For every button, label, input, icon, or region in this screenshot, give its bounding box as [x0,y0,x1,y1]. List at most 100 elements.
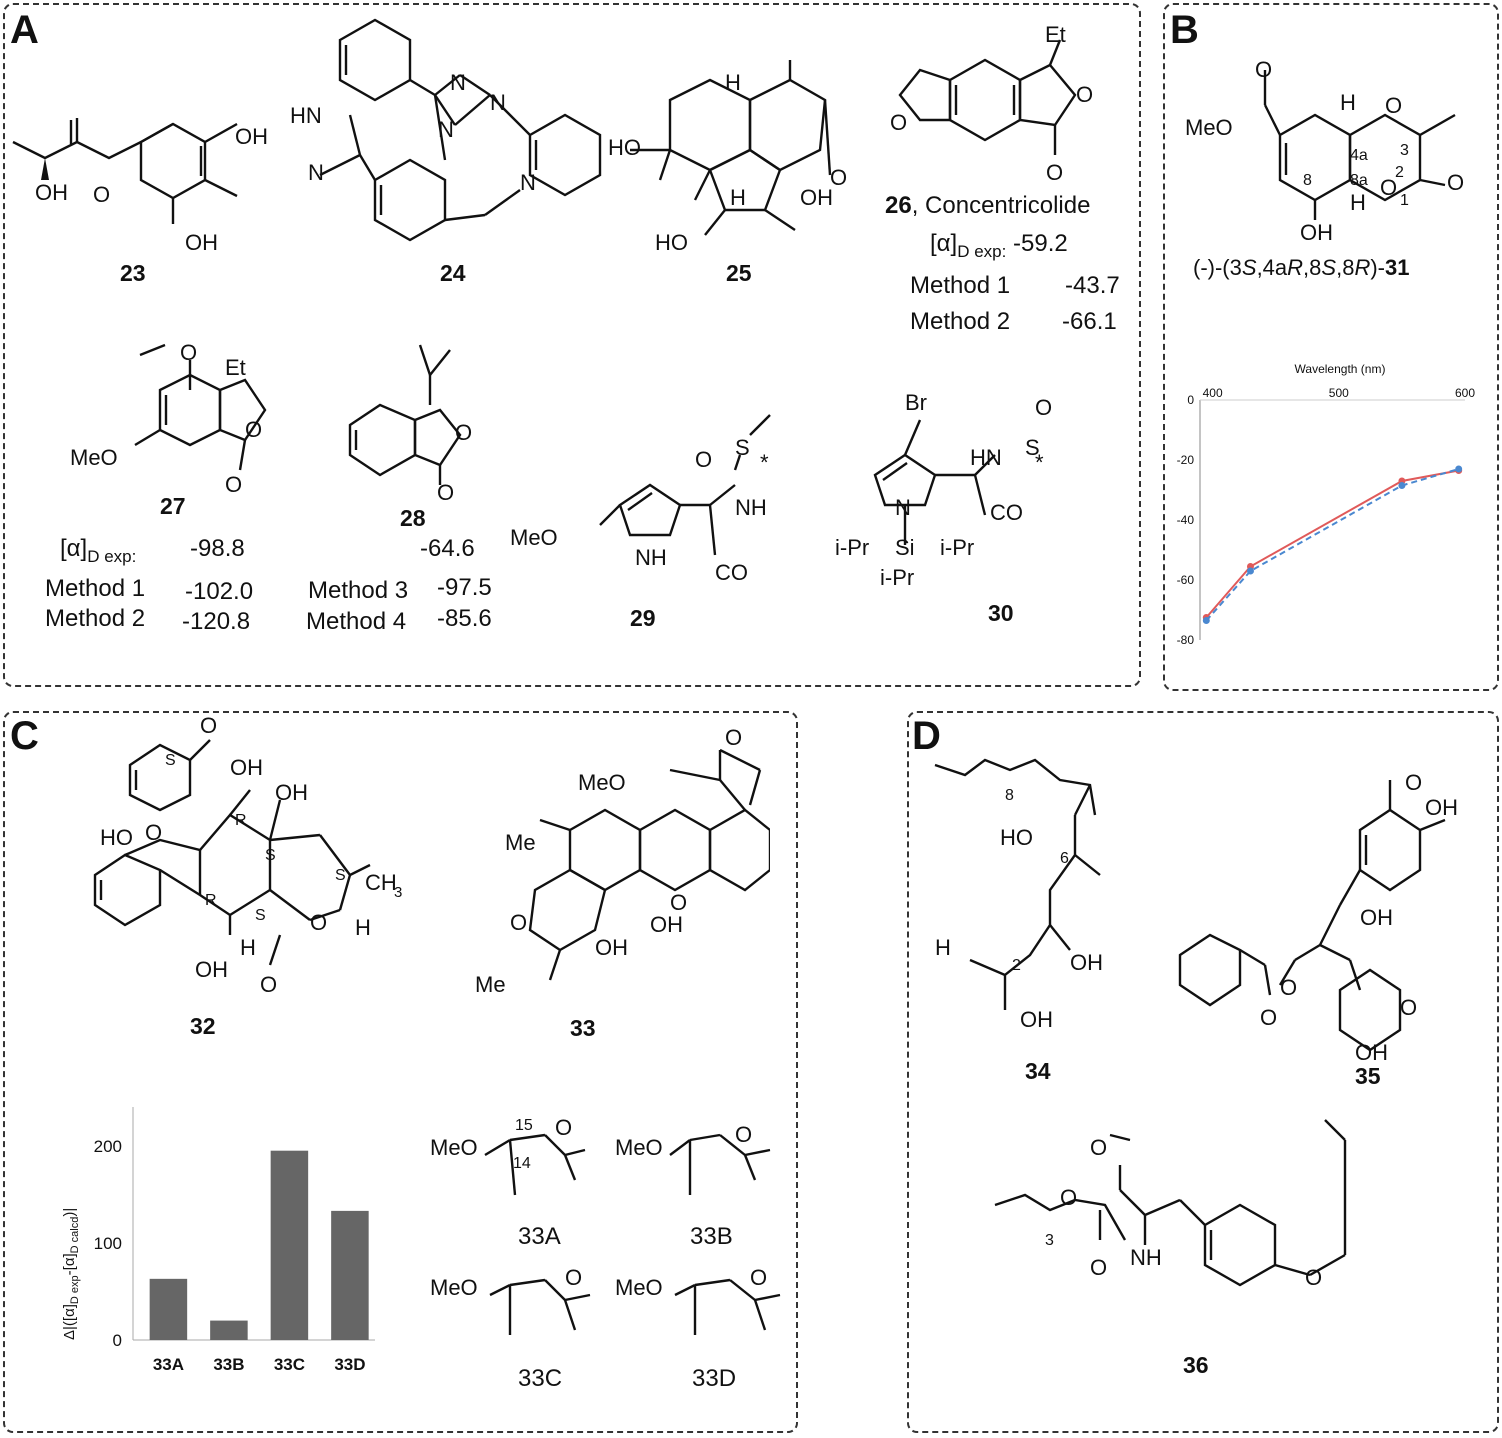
methoxy-label: MeO [70,445,118,470]
lactone-o-label: O [455,420,472,445]
pyrrole-nh-label: NH [635,545,667,570]
isopropyl-label: i-Pr [940,535,974,560]
fragment-label-33a: 33A [518,1223,561,1250]
structure-30: Br N HN S O * CO Si i-Pr i-Pr i-Pr [835,390,1052,590]
bar-33d [331,1210,369,1340]
ethyl-label: Et [1045,22,1066,47]
stereo-s-label: S [265,847,276,864]
compound-31-label: (-)-(3S,4aR,8S,8R)-31 [1193,255,1410,280]
hydroxyl-label: OH [595,935,628,960]
carbonyl-o-label: O [1046,160,1063,185]
methoxy-label: MeO [578,770,626,795]
fragment-label-33c: 33C [518,1365,563,1392]
method-27-1-label: Method 1 [45,575,146,602]
hydroxyl-label: OH [235,124,268,149]
hydrogen-label: H [355,915,371,940]
compound-number-35: 35 [1355,1063,1381,1089]
compound-number-24: 24 [440,260,466,286]
compound-number-25: 25 [726,260,752,286]
ring-o-label: O [310,910,327,935]
methoxy-label: MeO [615,1275,663,1300]
bromine-label: Br [905,390,927,415]
epoxide-o-label: O [735,1122,752,1147]
methoxy-label: MeO [615,1135,663,1160]
compound-number-29: 29 [630,605,656,631]
method-28-3-value: -97.5 [437,574,492,601]
hydroxyl-label: OH [195,957,228,982]
x-tick-label: 500 [1329,386,1349,400]
stereo-s-label: S [255,907,266,924]
series-point [1246,567,1254,575]
chart-y-label: Δ|([α]D exp-[α]D calcd)| [61,1208,81,1340]
compound-26-caption: 26, Concentricolide [885,192,1091,219]
sulfoxide-o-label: O [1035,395,1052,420]
ester-o-label: O [1280,975,1297,1000]
carbonyl-o-label: O [1260,1005,1277,1030]
x-tick-label: 400 [1203,386,1223,400]
panel-c [3,711,798,1433]
y-tick-label: -40 [1177,513,1195,527]
stereo-s-label: S [335,867,346,884]
series-line-2 [1205,468,1459,622]
locant-4a: 4a [1350,147,1368,164]
stereo-s-label: S [165,752,176,769]
x-tick-label: 33A [153,1355,184,1374]
carbonyl-o-label: O [1447,170,1464,195]
carbonyl-o-label: O [225,472,242,495]
hydroxyl-label: HO [608,135,641,160]
methoxy-label: MeO [430,1135,478,1160]
structure-29: MeO NH NH S O * CO [510,414,771,585]
stereo-r-label: R [205,892,217,909]
sulfur-label: S [735,435,750,460]
fragment-33a: MeO 15 O 14 [430,1115,586,1196]
method-27-1-value: -102.0 [185,578,254,605]
structure-24: HN N N N N N [290,18,602,242]
compound-number-30: 30 [988,600,1014,626]
compound-number-33: 33 [570,1015,596,1041]
carbonyl-o-label: O [670,890,687,915]
hydrogen-label: H [725,70,741,95]
silicon-label: Si [895,535,915,560]
panel-d [907,711,1499,1433]
hydroxyl-label: HO [655,230,688,255]
stereo-star: * [760,450,769,475]
chain-count: 3 [1045,1232,1054,1249]
panel-label-d: D [912,714,941,758]
amine-label: HN [290,103,322,128]
panel-label-a: A [10,8,39,52]
fragment-33d: MeO O [615,1265,781,1335]
sulfoxide-o-label: O [695,447,712,472]
structure-32: O S OH R OH HO O CH 3 S S R S H O H OH O [93,713,402,997]
chain-count: 8 [1005,787,1014,804]
ester-o-label: O [1090,1135,1107,1160]
structure-34: 8 HO 6 OH H 2 OH [934,758,1103,1032]
structure-25: HO H H OH O HO [608,60,847,255]
nitrogen-label: N [308,160,324,185]
methoxy-o-label: O [1405,770,1422,795]
amine-label: HN [970,445,1002,470]
rotation-28-exp-value: -64.6 [420,535,475,562]
carbonyl-o-label: O [260,972,277,997]
ester-label: CO [990,500,1023,525]
sulfur-label: S [1025,435,1040,460]
nitrogen-label: N [438,117,454,142]
ketone-o-label: O [145,820,162,845]
bar-33b [210,1320,248,1340]
methoxy-o-label: O [180,340,197,365]
ring-o-label: O [1380,175,1397,200]
structure-36: O O NH O 3 O [994,1119,1347,1290]
isopropyl-label: i-Pr [880,565,914,590]
structure-23: OH O OH OH [12,118,268,255]
x-tick-label: 33B [213,1355,244,1374]
methoxy-label: MeO [430,1275,478,1300]
method-26-1-label: Method 1 [910,272,1011,299]
hydrogen-label: H [240,935,256,960]
chart-bars [149,1150,369,1340]
x-tick-label: 33D [334,1355,365,1374]
stereo-r-label: R [235,812,247,829]
methoxy-label: MeO [1185,115,1233,140]
hydroxyl-label: OH [1020,1007,1053,1032]
x-tick-label: 33C [274,1355,305,1374]
